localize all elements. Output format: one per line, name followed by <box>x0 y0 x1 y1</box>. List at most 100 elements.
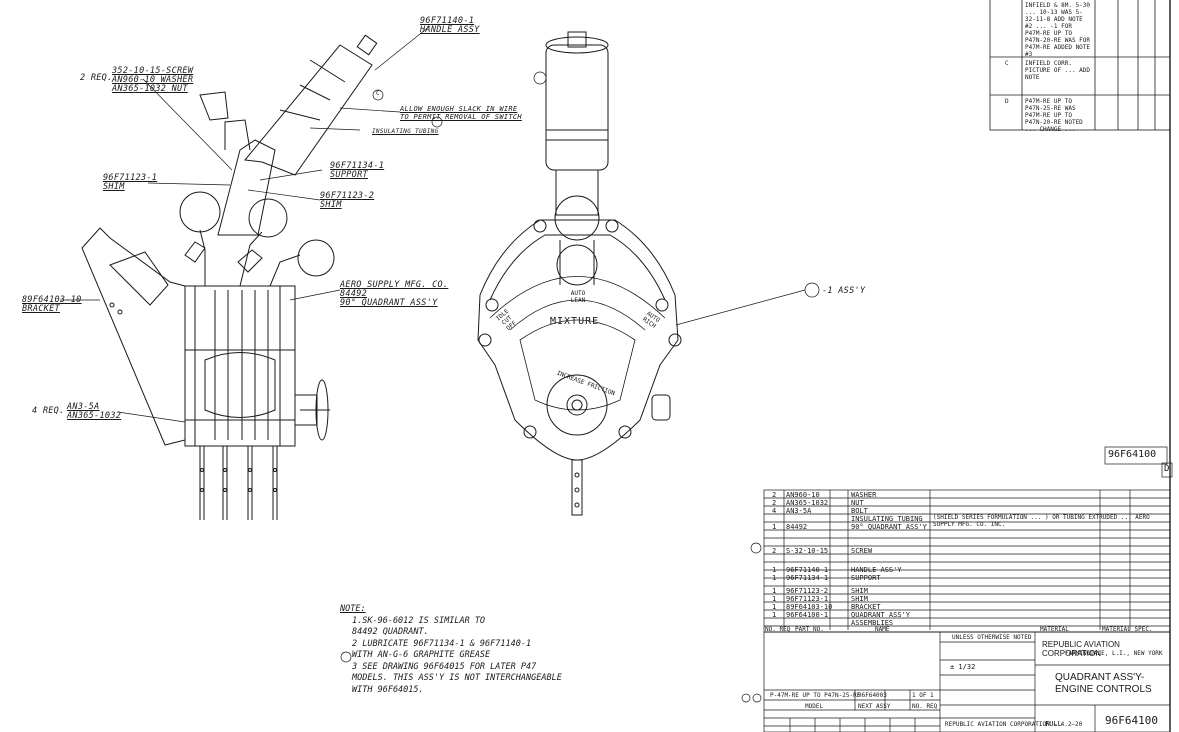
header-part-no: PART NO. <box>795 626 824 633</box>
sheet-number: 1 OF 1 <box>912 692 934 699</box>
row-qty: 1 <box>772 611 777 619</box>
shim1-name: SHIM <box>103 182 125 192</box>
header-name: NAME <box>875 626 890 633</box>
shim2-part: 96F71123-2 <box>320 191 375 201</box>
note-3b: MODELS. THIS ASS'Y IS NOT INTERCHANGEABL… <box>352 673 562 683</box>
next-assy-label: NEXT ASSY <box>858 703 891 710</box>
support-name: SUPPORT <box>330 170 368 180</box>
row-name: SHIM <box>851 587 868 595</box>
row-name: ASSEMBLIES <box>851 619 894 627</box>
row-name: QUADRANT ASS'Y <box>851 611 911 619</box>
aero-supply-line1: AERO SUPPLY MFG. CO. <box>340 280 449 290</box>
row-qty: 1 <box>772 574 777 582</box>
note-1a: 1.SK-96-6012 IS SIMILAR TO <box>352 615 486 626</box>
header-material-spec: MATERIAL SPEC. <box>1102 626 1153 633</box>
revision-row-1: INFIELD & 8M. 5-30 ... 10-13 WAS 5-32-11… <box>1025 2 1091 58</box>
side-view <box>60 25 443 520</box>
revision-row-d: P47M-RE UP TO P47N-25-RE WAS P47M-RE UP … <box>1025 98 1083 133</box>
row-material: (SHIELD SERIES FORMULATION ... ) OR TUBI… <box>933 514 1150 528</box>
front-view <box>477 31 820 516</box>
row-part: AN3-5A <box>786 507 812 515</box>
revision-block <box>989 0 1171 131</box>
row-name: WASHER <box>851 491 877 499</box>
washer-callout: AN960-10 WASHER <box>112 75 194 85</box>
no-req-label: NO. REQ <box>912 703 938 710</box>
row-part: 89F64103-10 <box>786 603 833 611</box>
bolt-callout-2: AN365-1032 <box>67 411 122 421</box>
row-qty: 1 <box>772 595 777 603</box>
insulating-tubing-callout: INSULATING TUBING <box>372 128 439 135</box>
row-part: 96F71123-2 <box>786 587 829 595</box>
drawing-title-2: ENGINE CONTROLS <box>1055 684 1152 695</box>
note-3c: WITH 96F64015. <box>352 684 424 695</box>
row-qty: 2 <box>772 499 777 507</box>
revision-letter-c: C <box>1005 60 1009 67</box>
row-qty: 2 <box>772 547 777 555</box>
assy-ref-callout: -1 ASS'Y <box>822 286 866 296</box>
note-1b: 84492 QUADRANT. <box>352 627 429 637</box>
revision-row-c: INFIELD CORR. PICTURE OF ... ADD NOTE <box>1025 60 1091 81</box>
aero-supply-line3: 90° QUADRANT ASS'Y <box>340 298 438 308</box>
row-name: 90° QUADRANT ASS'Y <box>851 523 927 531</box>
row-name: BRACKET <box>851 603 881 611</box>
scale-value: FULL <box>1045 720 1062 728</box>
company-location: FARMINGDALE, L.I., NEW YORK <box>1065 650 1163 657</box>
aero-supply-line2: 84492 <box>340 289 368 299</box>
model-label: MODEL <box>805 703 824 710</box>
row-part: 96F64100-1 <box>786 611 829 619</box>
row-qty: 1 <box>772 587 777 595</box>
notes-block: NOTE: 1.SK-96-6012 IS SIMILAR TO 84492 Q… <box>340 604 562 696</box>
row-qty: 1 <box>772 566 777 574</box>
row-name: BOLT <box>851 507 868 515</box>
shim1-part: 96F71123-1 <box>103 173 158 183</box>
nut-callout: AN365-1032 NUT <box>112 84 188 94</box>
screw-callout: 352-10-15-SCREW <box>112 66 194 76</box>
row-part: 96F71123-1 <box>786 595 829 603</box>
parts-list-grid <box>340 446 1173 732</box>
revision-letter: D <box>1164 464 1170 474</box>
note-2b: WITH AN-G-6 GRAPHITE GREASE <box>352 650 491 660</box>
models-applicable: P-47M-RE UP TO P47N-25-RE <box>770 692 861 699</box>
next-assy-number: 96F64003 <box>858 692 887 699</box>
row-name: SUPPORT <box>851 574 881 582</box>
note-3a: 3 SEE DRAWING 96F64015 FOR LATER P47 <box>352 661 537 672</box>
drawing-number-bottom: 96F64100 <box>1105 714 1158 727</box>
mixture-label: MIXTURE <box>550 316 600 327</box>
row-part: 96F71140-1 <box>786 566 829 574</box>
row-part: S-32-10-15 <box>786 547 829 555</box>
row-name: HANDLE ASS'Y <box>851 566 902 574</box>
tolerance: ± 1/32 <box>950 663 976 671</box>
handle-assy-part: 96F71140-1 <box>420 16 475 26</box>
screw-qty: 2 REQ. <box>80 73 113 83</box>
row-part: 96F71134-1 <box>786 574 829 582</box>
row-name: SCREW <box>851 547 873 555</box>
row-qty: 1 <box>772 523 777 531</box>
header-material: MATERIAL <box>1040 626 1069 633</box>
bolt-callout-1: AN3-5A <box>67 402 100 412</box>
row-qty: 4 <box>772 507 777 515</box>
unless-noted: UNLESS OTHERWISE NOTED <box>952 634 1032 641</box>
contract-line: REPUBLIC AVIATION CORPORATION — 4.2—20 <box>945 721 1083 728</box>
revision-letter-d: D <box>1005 98 1009 105</box>
row-qty: 2 <box>772 491 777 499</box>
row-qty: 1 <box>772 603 777 611</box>
drawing-number-top: 96F64100 <box>1108 449 1157 460</box>
note-2a: 2 LUBRICATE 96F71134-1 & 96F71140-1 <box>352 638 532 649</box>
row-part: AN960-10 <box>786 491 820 499</box>
auto-lean-label: AUTO LEAN <box>570 290 586 304</box>
bracket-name: BRACKET <box>22 304 60 314</box>
support-part: 96F71134-1 <box>330 161 385 171</box>
bracket-part: 89F64103-10 <box>22 295 82 305</box>
bolt-qty: 4 REQ. <box>32 406 65 416</box>
rev-c-marker: C <box>376 90 380 97</box>
shim2-name: SHIM <box>320 200 342 210</box>
row-part: AN365-1032 <box>786 499 829 507</box>
row-name: SHIM <box>851 595 868 603</box>
row-name: NUT <box>851 499 864 507</box>
drawing-title-1: QUADRANT ASS'Y- <box>1055 672 1145 683</box>
header-no-req: NO. REQ <box>765 626 791 633</box>
handle-assy-name: HANDLE ASSY <box>420 25 480 35</box>
slack-note-1: ALLOW ENOUGH SLACK IN WIRE <box>400 105 518 113</box>
note-heading: NOTE: <box>340 604 366 614</box>
